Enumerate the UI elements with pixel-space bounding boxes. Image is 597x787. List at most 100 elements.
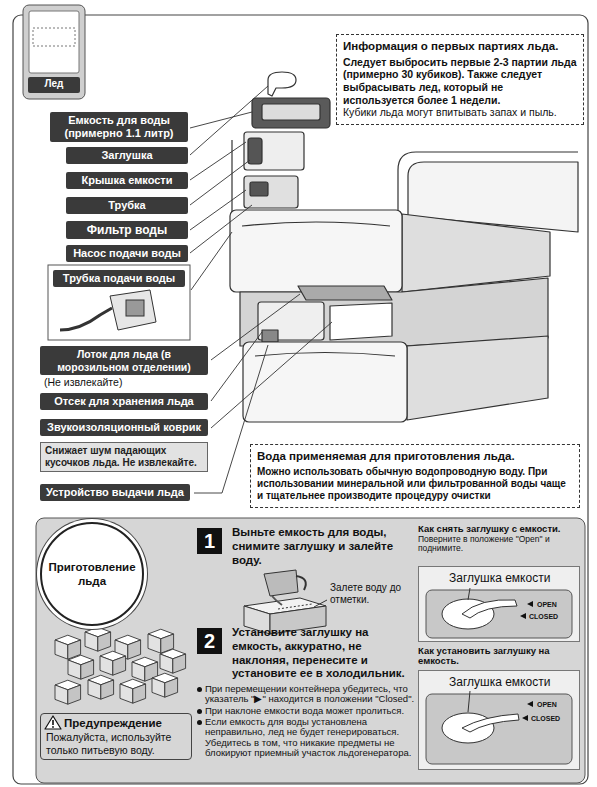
stopper-open-illustration xyxy=(520,613,526,619)
leader-line xyxy=(191,232,232,290)
part-label: Заглушка xyxy=(66,147,188,164)
step-text: Выньте емкость для воды, снимите заглушк… xyxy=(232,526,418,567)
warning-box: ПредупреждениеПожалуйста, используйте то… xyxy=(40,713,192,760)
tube-frame xyxy=(126,300,144,316)
instruction-panel: Заглушка емкостиOPENCLOSED xyxy=(418,670,580,770)
stopper-open-illustration xyxy=(468,588,470,600)
fridge-icon xyxy=(33,28,75,46)
node-text: Информация о первых партиях льда. xyxy=(343,40,577,54)
leader-line xyxy=(190,86,268,155)
part-label: Крышка емкости xyxy=(66,172,188,189)
step-text: Установите заглушку на емкость, аккуратн… xyxy=(232,626,418,681)
refrigerator xyxy=(262,330,278,342)
node-text: Звукоизоляционный коврик xyxy=(45,421,203,434)
bullet-text: При наклоне емкости вода может пролиться… xyxy=(196,706,418,716)
stopper-close-illustration xyxy=(426,691,572,764)
leader-line xyxy=(190,86,332,493)
node-text: Лед xyxy=(31,78,77,90)
part-label: Устройство выдачи льда xyxy=(40,484,190,501)
node-text: Снижает шум падающих кусочков льда. Не и… xyxy=(45,445,203,469)
refrigerator xyxy=(244,176,298,208)
ice-cubes xyxy=(68,655,94,679)
node-subtext: Следует выбросить первые 2-3 партии льда… xyxy=(343,56,577,106)
part-label: Фильтр воды xyxy=(66,221,188,239)
leader-line xyxy=(190,160,250,205)
part-label: Звукоизоляционный коврик xyxy=(40,419,208,436)
instruction-panel-ground xyxy=(36,518,585,783)
part-label: Трубка xyxy=(66,197,188,214)
leader-line xyxy=(211,322,332,428)
node-text: Трубка подачи воды xyxy=(58,272,180,285)
panel-heading: Как установить заглушку на емкость. xyxy=(418,646,583,667)
refrigerator xyxy=(255,353,395,357)
fridge-icon xyxy=(23,5,85,99)
stopper-open-illustration xyxy=(462,600,517,618)
leader-line xyxy=(211,294,300,360)
stopper-open-illustration xyxy=(527,601,533,607)
warning-icon xyxy=(45,716,61,729)
ice-cubes xyxy=(148,629,174,653)
bullet-text: При перемещении контейнера убедитесь, чт… xyxy=(196,684,418,705)
note-box: Снижает шум падающих кусочков льда. Не и… xyxy=(40,442,208,472)
instruction-panel-ground xyxy=(36,518,585,783)
section-badge: Приготовление льда xyxy=(40,522,144,626)
instruction-panel: Заглушка емкостиOPENCLOSED xyxy=(418,566,580,642)
node-text: Трубка xyxy=(71,199,183,212)
node-text: 2 xyxy=(197,628,222,654)
node-text: Заглушка xyxy=(71,149,183,162)
instruction-panel-ground xyxy=(418,566,580,642)
node-subtext: Пожалуйста, используйте только питьевую … xyxy=(46,731,186,756)
node-text: Заглушка емкости xyxy=(449,675,550,689)
refrigerator xyxy=(262,104,320,120)
leader-line xyxy=(190,190,246,230)
refrigerator xyxy=(252,98,330,128)
ice-cubes xyxy=(100,651,126,675)
node-text: Лоток для льда (в морозильном отделении) xyxy=(45,348,203,373)
leader-line xyxy=(190,205,252,253)
refrigerator xyxy=(298,286,392,300)
refrigerator xyxy=(330,303,392,340)
tube-frame xyxy=(110,290,156,330)
refrigerator xyxy=(248,138,262,164)
page-frame xyxy=(13,15,588,784)
bullet-text: Если емкость для воды установлена неправ… xyxy=(196,717,418,759)
refrigerator xyxy=(230,210,402,292)
part-label: Лоток для льда (в морозильном отделении) xyxy=(40,346,208,375)
pouring-illustration xyxy=(264,570,298,596)
refrigerator xyxy=(242,222,390,226)
ice-cubes xyxy=(55,680,81,704)
stopper-open-illustration xyxy=(426,588,572,638)
ice-cubes xyxy=(55,627,186,704)
node-text: Крышка емкости xyxy=(71,174,183,187)
leader-line xyxy=(190,112,252,128)
node-text: Предупреждение xyxy=(46,716,186,731)
note-box: Информация о первых партиях льда. Следует… xyxy=(336,34,584,125)
node-text: Заглушка емкости xyxy=(449,571,550,585)
stopper-open-illustration xyxy=(426,590,572,638)
tube-frame xyxy=(60,308,112,330)
node-text: Устройство выдачи льда xyxy=(45,486,185,499)
node-text: 1 xyxy=(197,528,222,554)
pouring-illustration xyxy=(272,596,282,605)
pouring-illustration xyxy=(314,600,327,607)
leader-line xyxy=(190,142,246,180)
node-subtext: OPEN xyxy=(537,601,557,608)
fridge-icon xyxy=(23,5,85,99)
fridge-icon xyxy=(29,11,79,73)
ice-cubes xyxy=(88,675,114,699)
refrigerator xyxy=(407,336,548,420)
part-label: Отсек для хранения льда xyxy=(40,393,208,410)
refrigerator xyxy=(240,278,548,346)
ice-cubes xyxy=(152,673,178,697)
compartment-tag: Лед xyxy=(28,77,80,93)
part-label: Емкость для воды (примерно 1.1 литр) xyxy=(50,112,188,142)
refrigerator xyxy=(268,72,296,96)
instruction-panel-ground xyxy=(418,670,580,770)
node-subtext: CLOSED xyxy=(531,715,560,722)
node-text: Вода применяемая для приготовления льда. xyxy=(257,450,573,464)
note-text: (Не извлекайте) xyxy=(44,376,122,389)
warning-icon xyxy=(45,716,61,729)
node-text: Приготовление льда xyxy=(42,560,142,589)
refrigerator xyxy=(244,132,304,170)
